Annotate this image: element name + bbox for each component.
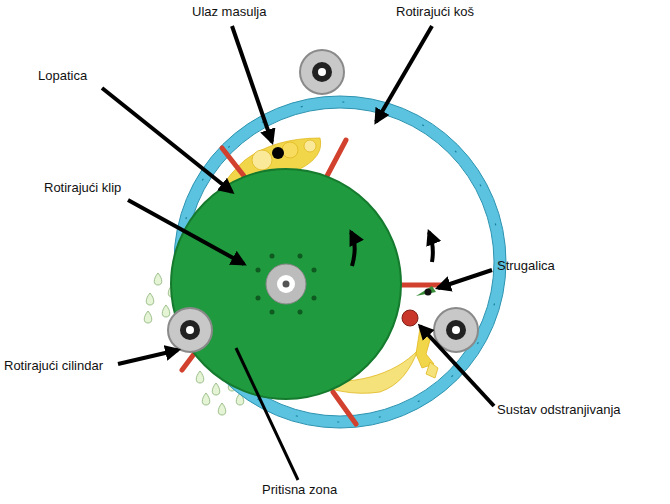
part-label: Rotirajući klip — [44, 180, 121, 196]
part-label: Strugalica — [497, 258, 555, 274]
part-label: Rotirajući koš — [396, 4, 474, 20]
oil-droplet — [146, 293, 154, 305]
part-label: Ulaz masulja — [192, 4, 266, 20]
part-label: Pritisna zona — [262, 482, 337, 498]
part-label: Sustav odstranjivanja — [497, 402, 621, 418]
part-label: Rotirajući cilindar — [4, 358, 103, 374]
oil-droplet — [162, 305, 170, 317]
oil-droplet — [202, 393, 210, 405]
oil-droplet — [218, 403, 226, 415]
oil-droplet — [196, 371, 204, 383]
part-label: Lopatica — [38, 68, 87, 84]
oil-droplet — [144, 311, 152, 323]
oil-droplet — [212, 383, 220, 395]
oil-droplet — [154, 273, 162, 285]
